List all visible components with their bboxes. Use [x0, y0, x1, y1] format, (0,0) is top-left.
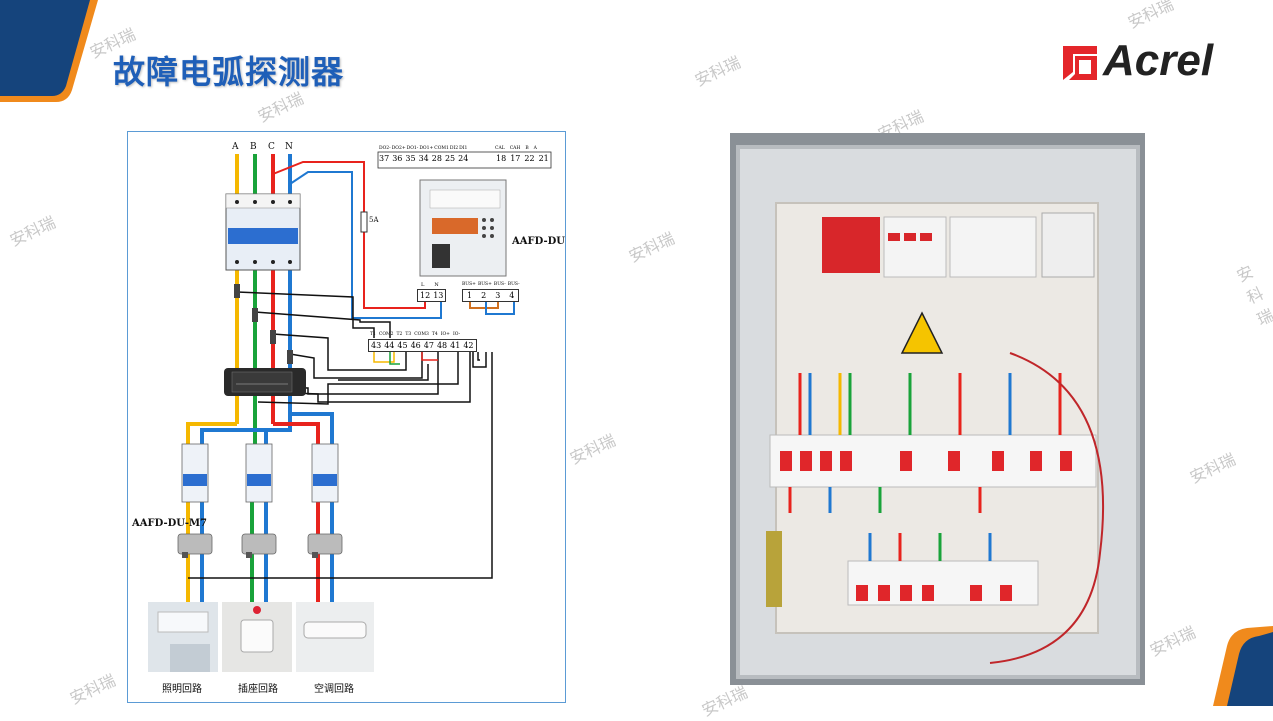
acrel-logo: Acrel — [1061, 36, 1241, 85]
watermark: 安科瑞 — [691, 52, 744, 91]
terminal-number: 24 — [458, 154, 469, 163]
distribution-box-photo — [730, 133, 1145, 685]
device-main-label: AAFD-DU — [512, 236, 566, 247]
page-title: 故障电弧探测器 — [113, 53, 345, 91]
watermark: 安科瑞 — [566, 430, 619, 469]
terminal-label: T1 — [370, 332, 376, 337]
corner-decoration-br — [1213, 626, 1273, 706]
terminal-label: DO2- — [379, 146, 391, 151]
watermark: 安科瑞 — [66, 670, 119, 709]
terminal-label: CAH — [509, 146, 521, 151]
terminal-number: 2 — [481, 291, 487, 300]
phase-label-a: A — [232, 142, 239, 152]
top-terminals-right: 18 17 22 21 — [496, 154, 549, 163]
terminal-number: 48 — [436, 341, 448, 350]
top-terminal-labels: DO2- DO2+ DO1- DO1+ COM1 DI2 DI1 — [379, 146, 479, 151]
terminal-number: 25 — [444, 154, 456, 163]
terminal-number: 22 — [524, 154, 535, 163]
terminal-number: 37 — [379, 154, 390, 163]
bus-terminals: 1 2 3 4 — [462, 289, 520, 302]
top-terminal-labels-right: CAL CAH B A — [495, 146, 555, 151]
watermark: 安科瑞 — [1124, 0, 1177, 33]
terminal-label: T4 — [431, 332, 438, 337]
terminal-label: COM2 — [378, 332, 394, 337]
load-label-aircon: 空调回路 — [314, 684, 354, 695]
watermark: 安科瑞 — [1233, 261, 1273, 330]
acrel-logo-icon — [1063, 46, 1097, 80]
terminal-label: DI2 — [449, 146, 459, 151]
terminal-number: 46 — [410, 341, 421, 350]
terminal-label: B — [525, 146, 529, 151]
terminal-number: 45 — [397, 341, 408, 350]
ct-labels: T1 COM2 T2 T3 COM3 T4 IO+ IO- — [370, 332, 460, 337]
watermark: 安科瑞 — [1186, 449, 1239, 488]
phase-label-c: C — [268, 142, 275, 152]
brand-name: Acrel — [1103, 36, 1214, 85]
terminal-label: A — [533, 146, 537, 151]
power-terminals: 12 13 — [417, 289, 447, 302]
top-terminals-left: 37 36 35 34 28 25 24 — [379, 154, 468, 163]
terminal-label: DO1- — [406, 146, 419, 151]
terminal-number: 28 — [431, 154, 442, 163]
watermark: 安科瑞 — [1146, 622, 1199, 661]
terminal-number: 36 — [392, 154, 403, 163]
terminal-label: DO1+ — [419, 146, 434, 151]
ct-terminals: 43 44 45 46 47 48 41 42 — [368, 339, 477, 352]
terminal-number: 4 — [509, 291, 515, 300]
device-sensor-label: AAFD-DU-M7 — [132, 518, 208, 529]
terminal-number: 34 — [418, 154, 429, 163]
bus-labels: BUS+ BUS+ BUS- BUS- — [462, 282, 520, 287]
terminal-label: COM1 — [434, 146, 449, 151]
terminal-label: T3 — [405, 332, 412, 337]
power-labels: L N — [421, 282, 439, 288]
terminal-label: BUS- — [493, 282, 506, 287]
terminal-label: CAL — [495, 146, 505, 151]
terminal-label: BUS+ — [462, 282, 476, 287]
terminal-number: 12 — [420, 291, 431, 300]
terminal-label: BUS- — [507, 282, 520, 287]
terminal-label: COM3 — [414, 332, 429, 337]
terminal-label: IO+ — [440, 332, 450, 337]
terminal-number: 47 — [423, 341, 434, 350]
terminal-label: DO2+ — [391, 146, 406, 151]
terminal-label: IO- — [452, 332, 461, 337]
phase-label-n: N — [285, 142, 293, 152]
terminal-number: 43 — [371, 341, 382, 350]
watermark: 安科瑞 — [6, 212, 59, 251]
terminal-number: 41 — [450, 341, 461, 350]
wiring-diagram: A B C N 5A AAFD-DU AAFD-DU-M7 DO2- DO2+ … — [127, 131, 566, 703]
phase-label-b: B — [250, 142, 257, 152]
corner-decoration — [0, 0, 98, 102]
wiring-svg — [148, 151, 552, 672]
terminal-number: 44 — [384, 341, 395, 350]
terminal-label: BUS+ — [477, 282, 492, 287]
terminal-label: DI1 — [459, 146, 468, 151]
terminal-number: 35 — [405, 154, 416, 163]
watermark: 安科瑞 — [625, 228, 678, 267]
terminal-number: 1 — [467, 291, 473, 300]
terminal-label: T2 — [396, 332, 403, 337]
terminal-number: 13 — [433, 291, 444, 300]
watermark: 安科瑞 — [698, 682, 751, 721]
terminal-number: 42 — [463, 341, 474, 350]
terminal-number: 21 — [538, 154, 549, 163]
load-label-lighting: 照明回路 — [162, 684, 202, 695]
load-label-socket: 插座回路 — [238, 684, 278, 695]
terminal-number: 3 — [495, 291, 501, 300]
terminal-label: N — [434, 282, 439, 288]
terminal-number: 17 — [510, 154, 521, 163]
terminal-label: L — [421, 282, 425, 288]
terminal-number: 18 — [496, 154, 507, 163]
fuse-label: 5A — [369, 216, 379, 224]
